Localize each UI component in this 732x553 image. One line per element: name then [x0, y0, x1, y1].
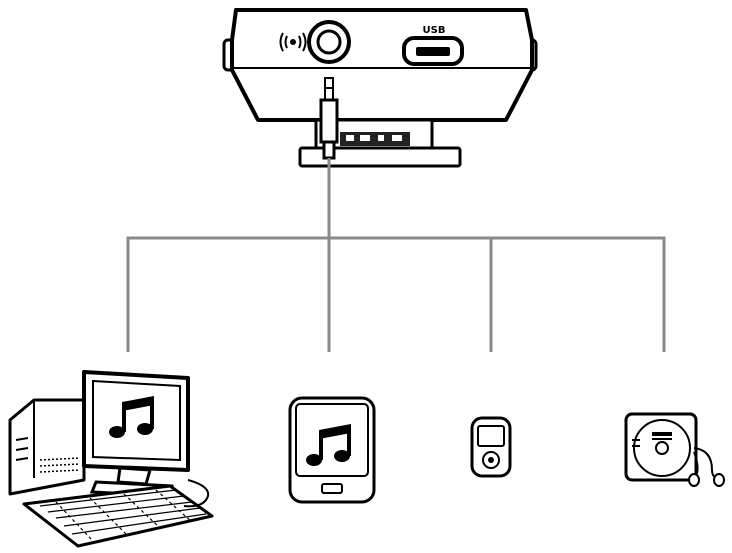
wire-trunk: [126, 236, 666, 352]
device-mount-bracket: [298, 118, 462, 168]
usb-port: [402, 36, 464, 66]
desktop-computer: [8, 370, 214, 548]
keyboard-cable: [183, 479, 210, 508]
device-body: [230, 8, 534, 122]
tablet: [288, 396, 376, 504]
audio-receiver-device: USB: [222, 8, 538, 168]
audio-plug: [319, 77, 339, 160]
music-note-icon: [306, 424, 351, 466]
usb-label: USB: [423, 25, 446, 36]
audio-jack-port: [307, 20, 351, 64]
mp3-player-icon: [470, 416, 512, 478]
tablet-home-button: [321, 483, 343, 494]
cd-player-icon: [624, 412, 725, 487]
music-note-icon: [109, 396, 154, 438]
audio-jack-icon: [279, 32, 307, 52]
computer-tower: [8, 398, 86, 496]
earphones: [688, 447, 725, 487]
connection-wires: [126, 158, 666, 352]
computer-keyboard: [22, 484, 214, 548]
computer-monitor: [82, 370, 190, 498]
